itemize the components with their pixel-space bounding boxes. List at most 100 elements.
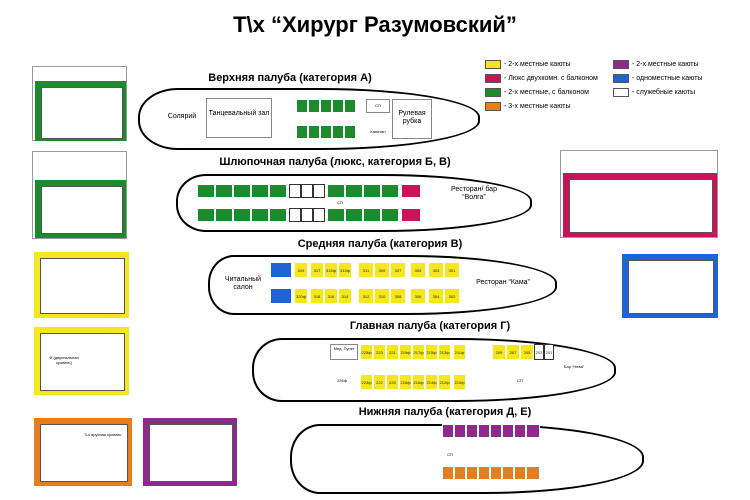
cabin[interactable]: 221	[386, 344, 399, 360]
cabin[interactable]	[251, 184, 269, 198]
cabin[interactable]: 222	[373, 374, 386, 390]
cabin[interactable]: 315ф	[324, 262, 338, 278]
cabin[interactable]: 309	[374, 262, 390, 278]
cabin[interactable]: 310	[374, 288, 390, 304]
cabin[interactable]	[327, 208, 345, 222]
cabin[interactable]	[478, 466, 490, 480]
cabin[interactable]	[289, 208, 301, 222]
cabin[interactable]	[215, 184, 233, 198]
cabin[interactable]: 320ф	[294, 288, 308, 304]
cabin[interactable]	[526, 466, 540, 480]
cabin[interactable]	[514, 424, 526, 438]
cabin[interactable]	[345, 208, 363, 222]
cabin[interactable]	[197, 208, 215, 222]
cabin[interactable]	[251, 208, 269, 222]
cabin[interactable]: 304	[428, 288, 444, 304]
cabin[interactable]: 302	[444, 288, 460, 304]
three-bed-label: 3-х ярусная кровать	[84, 432, 122, 437]
cabin[interactable]: 225ф	[360, 344, 373, 360]
cabin[interactable]: 301	[444, 262, 460, 278]
cabin[interactable]: 312	[358, 288, 374, 304]
cabin[interactable]	[381, 184, 399, 198]
cabin[interactable]: 223	[373, 344, 386, 360]
cabin[interactable]: 213ф	[438, 344, 451, 360]
cabin[interactable]	[301, 208, 313, 222]
cabin[interactable]	[490, 424, 502, 438]
cabin[interactable]	[344, 125, 356, 139]
cabin[interactable]: 307	[390, 262, 406, 278]
cabin[interactable]	[270, 262, 292, 278]
cabin[interactable]	[332, 99, 344, 113]
cabin[interactable]: 219ф	[399, 344, 412, 360]
cabin[interactable]: 305	[410, 262, 426, 278]
legend-swatch	[485, 74, 501, 83]
cabin[interactable]: 316	[324, 288, 338, 304]
cabin[interactable]	[478, 424, 490, 438]
cabin[interactable]	[442, 466, 454, 480]
cabin[interactable]	[313, 184, 325, 198]
cabin[interactable]	[363, 208, 381, 222]
cabin[interactable]: 207	[506, 344, 520, 360]
cabin[interactable]	[308, 99, 320, 113]
cabin[interactable]	[344, 99, 356, 113]
cabin[interactable]	[363, 184, 381, 198]
cabin[interactable]: 205	[520, 344, 534, 360]
cabin[interactable]	[454, 424, 466, 438]
cabin[interactable]	[327, 184, 345, 198]
cabin[interactable]	[289, 184, 301, 198]
cabin[interactable]	[345, 184, 363, 198]
cabin[interactable]	[215, 208, 233, 222]
cabin[interactable]	[233, 208, 251, 222]
cabin[interactable]	[466, 424, 478, 438]
cabin[interactable]	[269, 208, 287, 222]
cabin[interactable]	[296, 125, 308, 139]
cabin[interactable]: 210ф	[453, 374, 466, 390]
legend-label: - 2-х местные каюты	[504, 61, 571, 68]
cabin[interactable]	[296, 99, 308, 113]
cabin[interactable]: 311	[358, 262, 374, 278]
cabin[interactable]: 318	[310, 288, 324, 304]
cabin[interactable]	[270, 288, 292, 304]
cabin[interactable]: 211ф	[453, 344, 466, 360]
cabin[interactable]	[313, 208, 325, 222]
cabin[interactable]: 314	[338, 288, 352, 304]
cabin[interactable]: 308	[390, 288, 406, 304]
cabin[interactable]: 319	[294, 262, 308, 278]
cabin[interactable]	[502, 424, 514, 438]
cabin[interactable]: 216ф	[412, 374, 425, 390]
cabin[interactable]	[466, 466, 478, 480]
cabin[interactable]: 218ф	[399, 374, 412, 390]
cabin[interactable]	[401, 208, 421, 222]
cabin[interactable]	[514, 466, 526, 480]
cabin[interactable]	[269, 184, 287, 198]
cabin[interactable]: 224ф	[360, 374, 373, 390]
cabin[interactable]: 215ф	[425, 344, 438, 360]
cabin[interactable]: 201	[544, 344, 554, 360]
cabin-plan-blue	[622, 254, 718, 318]
cabin[interactable]	[320, 125, 332, 139]
cabin[interactable]: 214ф	[425, 374, 438, 390]
cabin[interactable]	[526, 424, 540, 438]
cabin[interactable]: 220	[386, 374, 399, 390]
cabin[interactable]	[301, 184, 313, 198]
cabin[interactable]	[320, 99, 332, 113]
cabin[interactable]: 203	[534, 344, 544, 360]
cabin[interactable]	[197, 184, 215, 198]
cabin[interactable]: 217ф	[412, 344, 425, 360]
legend-swatch	[485, 60, 501, 69]
cabin[interactable]: 212ф	[438, 374, 451, 390]
cabin[interactable]: 317	[310, 262, 324, 278]
cabin[interactable]	[233, 184, 251, 198]
cabin[interactable]: 306	[410, 288, 426, 304]
cabin[interactable]: 209	[492, 344, 506, 360]
cabin[interactable]	[381, 208, 399, 222]
cabin[interactable]	[332, 125, 344, 139]
cabin[interactable]	[454, 466, 466, 480]
cabin[interactable]	[308, 125, 320, 139]
cabin[interactable]: 303	[428, 262, 444, 278]
cabin[interactable]	[442, 424, 454, 438]
cabin[interactable]	[502, 466, 514, 480]
cabin[interactable]: 313ф	[338, 262, 352, 278]
cabin[interactable]	[401, 184, 421, 198]
cabin[interactable]	[490, 466, 502, 480]
